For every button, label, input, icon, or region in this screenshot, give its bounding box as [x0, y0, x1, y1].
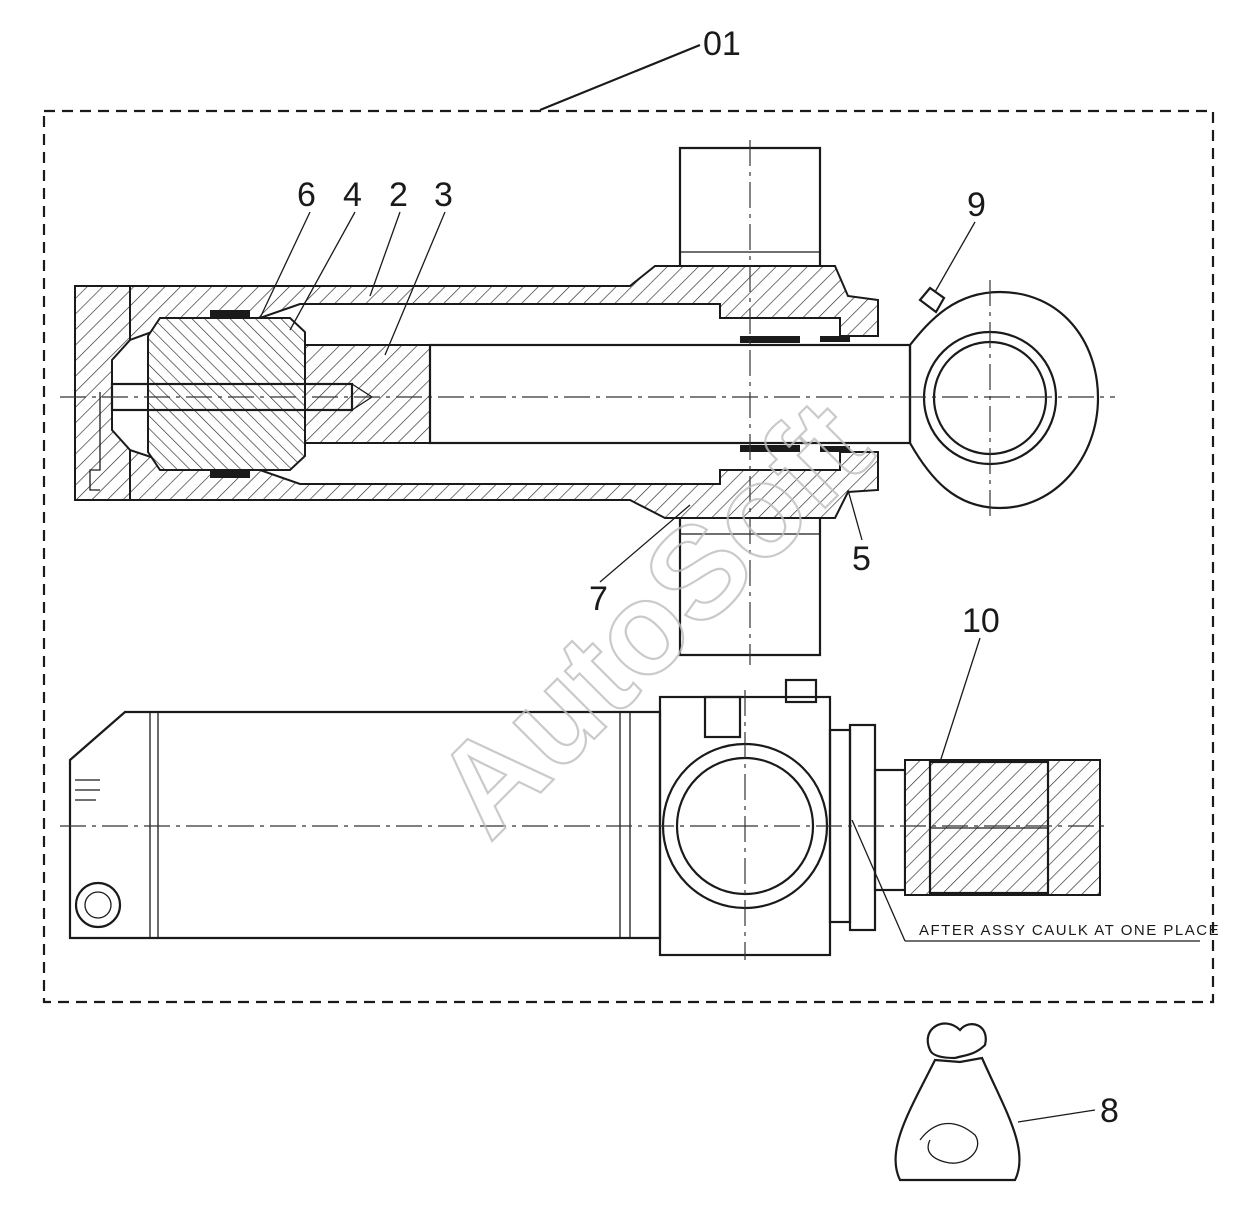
piston — [147, 317, 306, 471]
watermark: AutoSoft — [406, 372, 897, 863]
grease-fitting — [918, 286, 946, 314]
callouts: 01 6 4 2 3 9 5 7 10 8 — [259, 25, 1119, 1130]
caulk-note: AFTER ASSY CAULK AT ONE PLACE — [851, 819, 1220, 942]
end-bolt-icon — [74, 881, 122, 929]
callout-part-2: 2 — [389, 176, 408, 214]
callout-part-3: 3 — [434, 176, 453, 214]
rod-eye — [908, 290, 1100, 510]
rod-external — [873, 768, 907, 892]
callout-assembly: 01 — [703, 25, 741, 63]
cylinder-cap-end — [74, 285, 131, 501]
callout-part-8: 8 — [1100, 1092, 1119, 1130]
grease-bag-icon — [894, 1022, 1021, 1182]
top-bolt — [784, 678, 818, 704]
assembly-frame — [42, 109, 1215, 1004]
caulk-note-text: AFTER ASSY CAULK AT ONE PLACE — [919, 922, 1220, 939]
callout-part-7: 7 — [589, 580, 608, 618]
callout-part-4: 4 — [343, 176, 362, 214]
callout-part-10: 10 — [962, 602, 1000, 640]
callout-part-6: 6 — [297, 176, 316, 214]
callout-part-5: 5 — [852, 540, 871, 578]
sectional-view — [60, 140, 1115, 665]
callout-part-9: 9 — [967, 186, 986, 224]
external-view — [60, 678, 1110, 960]
